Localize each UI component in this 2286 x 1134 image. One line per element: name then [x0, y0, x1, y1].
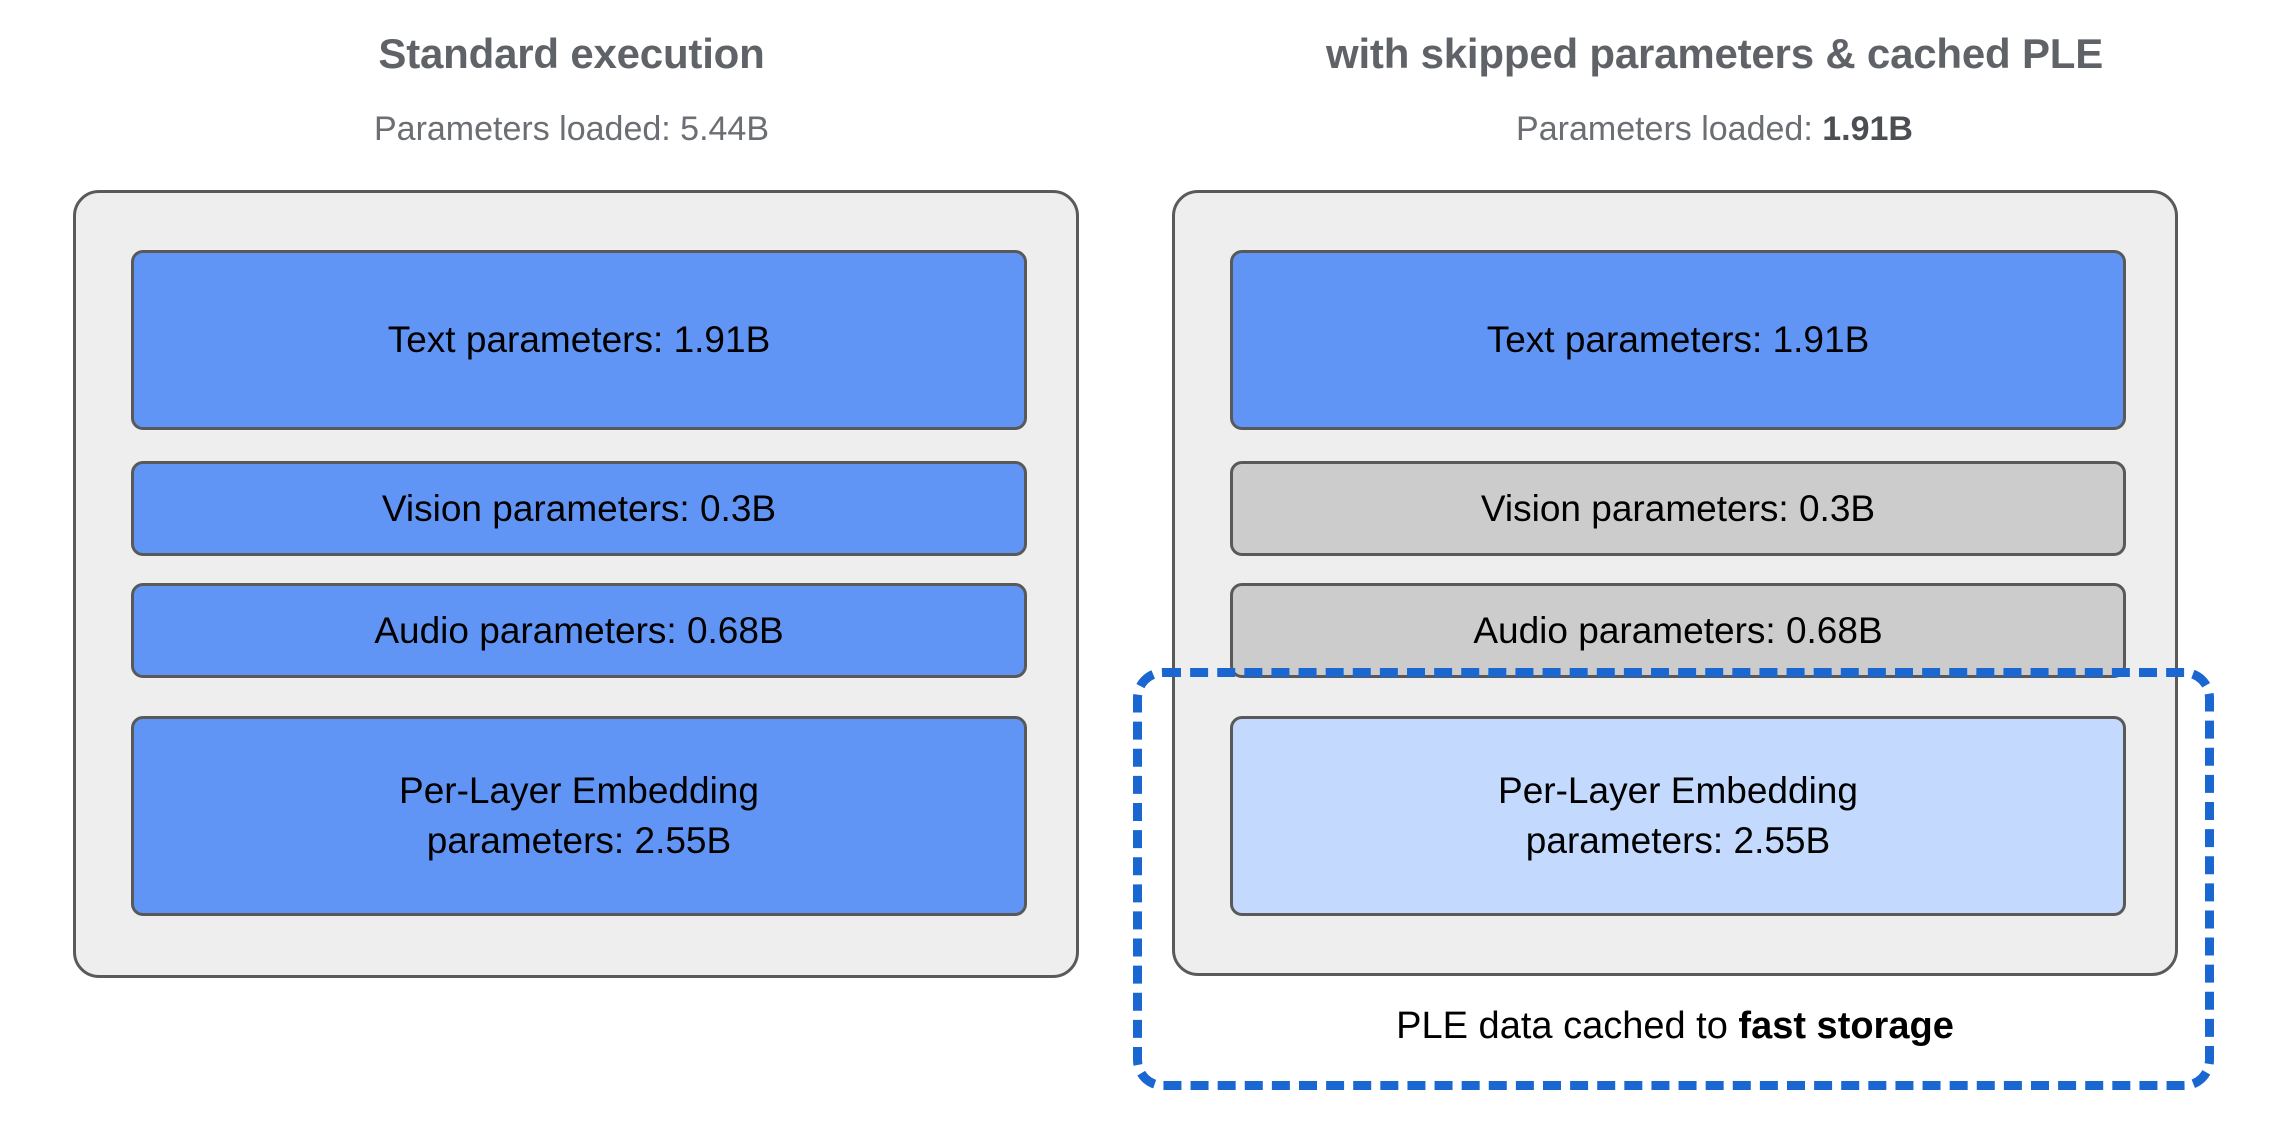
block-label: Audio parameters: 0.68B [1473, 609, 1883, 651]
block-label-line2: parameters: 2.55B [426, 820, 732, 861]
panel-title-standard: Standard execution [378, 30, 765, 77]
panel-optimized-execution: with skipped parameters & cached PLE Par… [1143, 0, 2286, 1134]
block-label-line2: parameters: 2.55B [1525, 820, 1831, 861]
cache-caption: PLE data cached to fast storage [1160, 1002, 2190, 1050]
model-container-optimized: Text parameters: 1.91B Vision parameters… [1172, 190, 2178, 976]
block-vision-parameters-standard[interactable]: Vision parameters: 0.3B [131, 461, 1027, 556]
cache-caption-prefix: PLE data cached to [1396, 1005, 1739, 1047]
panel-standard-execution: Standard execution Parameters loaded: 5.… [0, 30, 1143, 978]
block-label: Vision parameters: 0.3B [381, 487, 777, 529]
block-vision-parameters-optimized[interactable]: Vision parameters: 0.3B [1230, 461, 2126, 556]
subtitle-value-standard: 5.44B [680, 110, 770, 148]
block-audio-parameters-optimized[interactable]: Audio parameters: 0.68B [1230, 583, 2126, 678]
subtitle-prefix-optimized: Parameters loaded: [1516, 110, 1823, 148]
block-text-parameters-optimized[interactable]: Text parameters: 1.91B [1230, 250, 2126, 430]
block-ple-parameters-optimized[interactable]: Per-Layer Embedding parameters: 2.55B [1230, 716, 2126, 916]
panel-title-optimized: with skipped parameters & cached PLE [1325, 30, 2104, 77]
subtitle-prefix-standard: Parameters loaded: [373, 110, 681, 148]
block-label: Vision parameters: 0.3B [1480, 487, 1876, 529]
panel-subtitle-optimized: Parameters loaded: 1.91B [1143, 108, 2286, 150]
block-ple-parameters-standard[interactable]: Per-Layer Embedding parameters: 2.55B [131, 716, 1027, 916]
block-label: Audio parameters: 0.68B [374, 609, 784, 651]
block-audio-parameters-standard[interactable]: Audio parameters: 0.68B [131, 583, 1027, 678]
model-container-standard: Text parameters: 1.91B Vision parameters… [73, 190, 1079, 978]
block-text-parameters-standard[interactable]: Text parameters: 1.91B [131, 250, 1027, 430]
block-label: Text parameters: 1.91B [387, 319, 771, 360]
block-label-line1: Per-Layer Embedding [399, 770, 759, 811]
panel-subtitle-standard: Parameters loaded: 5.44B [0, 108, 1143, 150]
block-label-line1: Per-Layer Embedding [1498, 770, 1858, 811]
subtitle-value-optimized: 1.91B [1822, 110, 1913, 148]
block-label: Text parameters: 1.91B [1486, 319, 1870, 360]
cache-caption-emphasis: fast storage [1738, 1005, 1954, 1047]
